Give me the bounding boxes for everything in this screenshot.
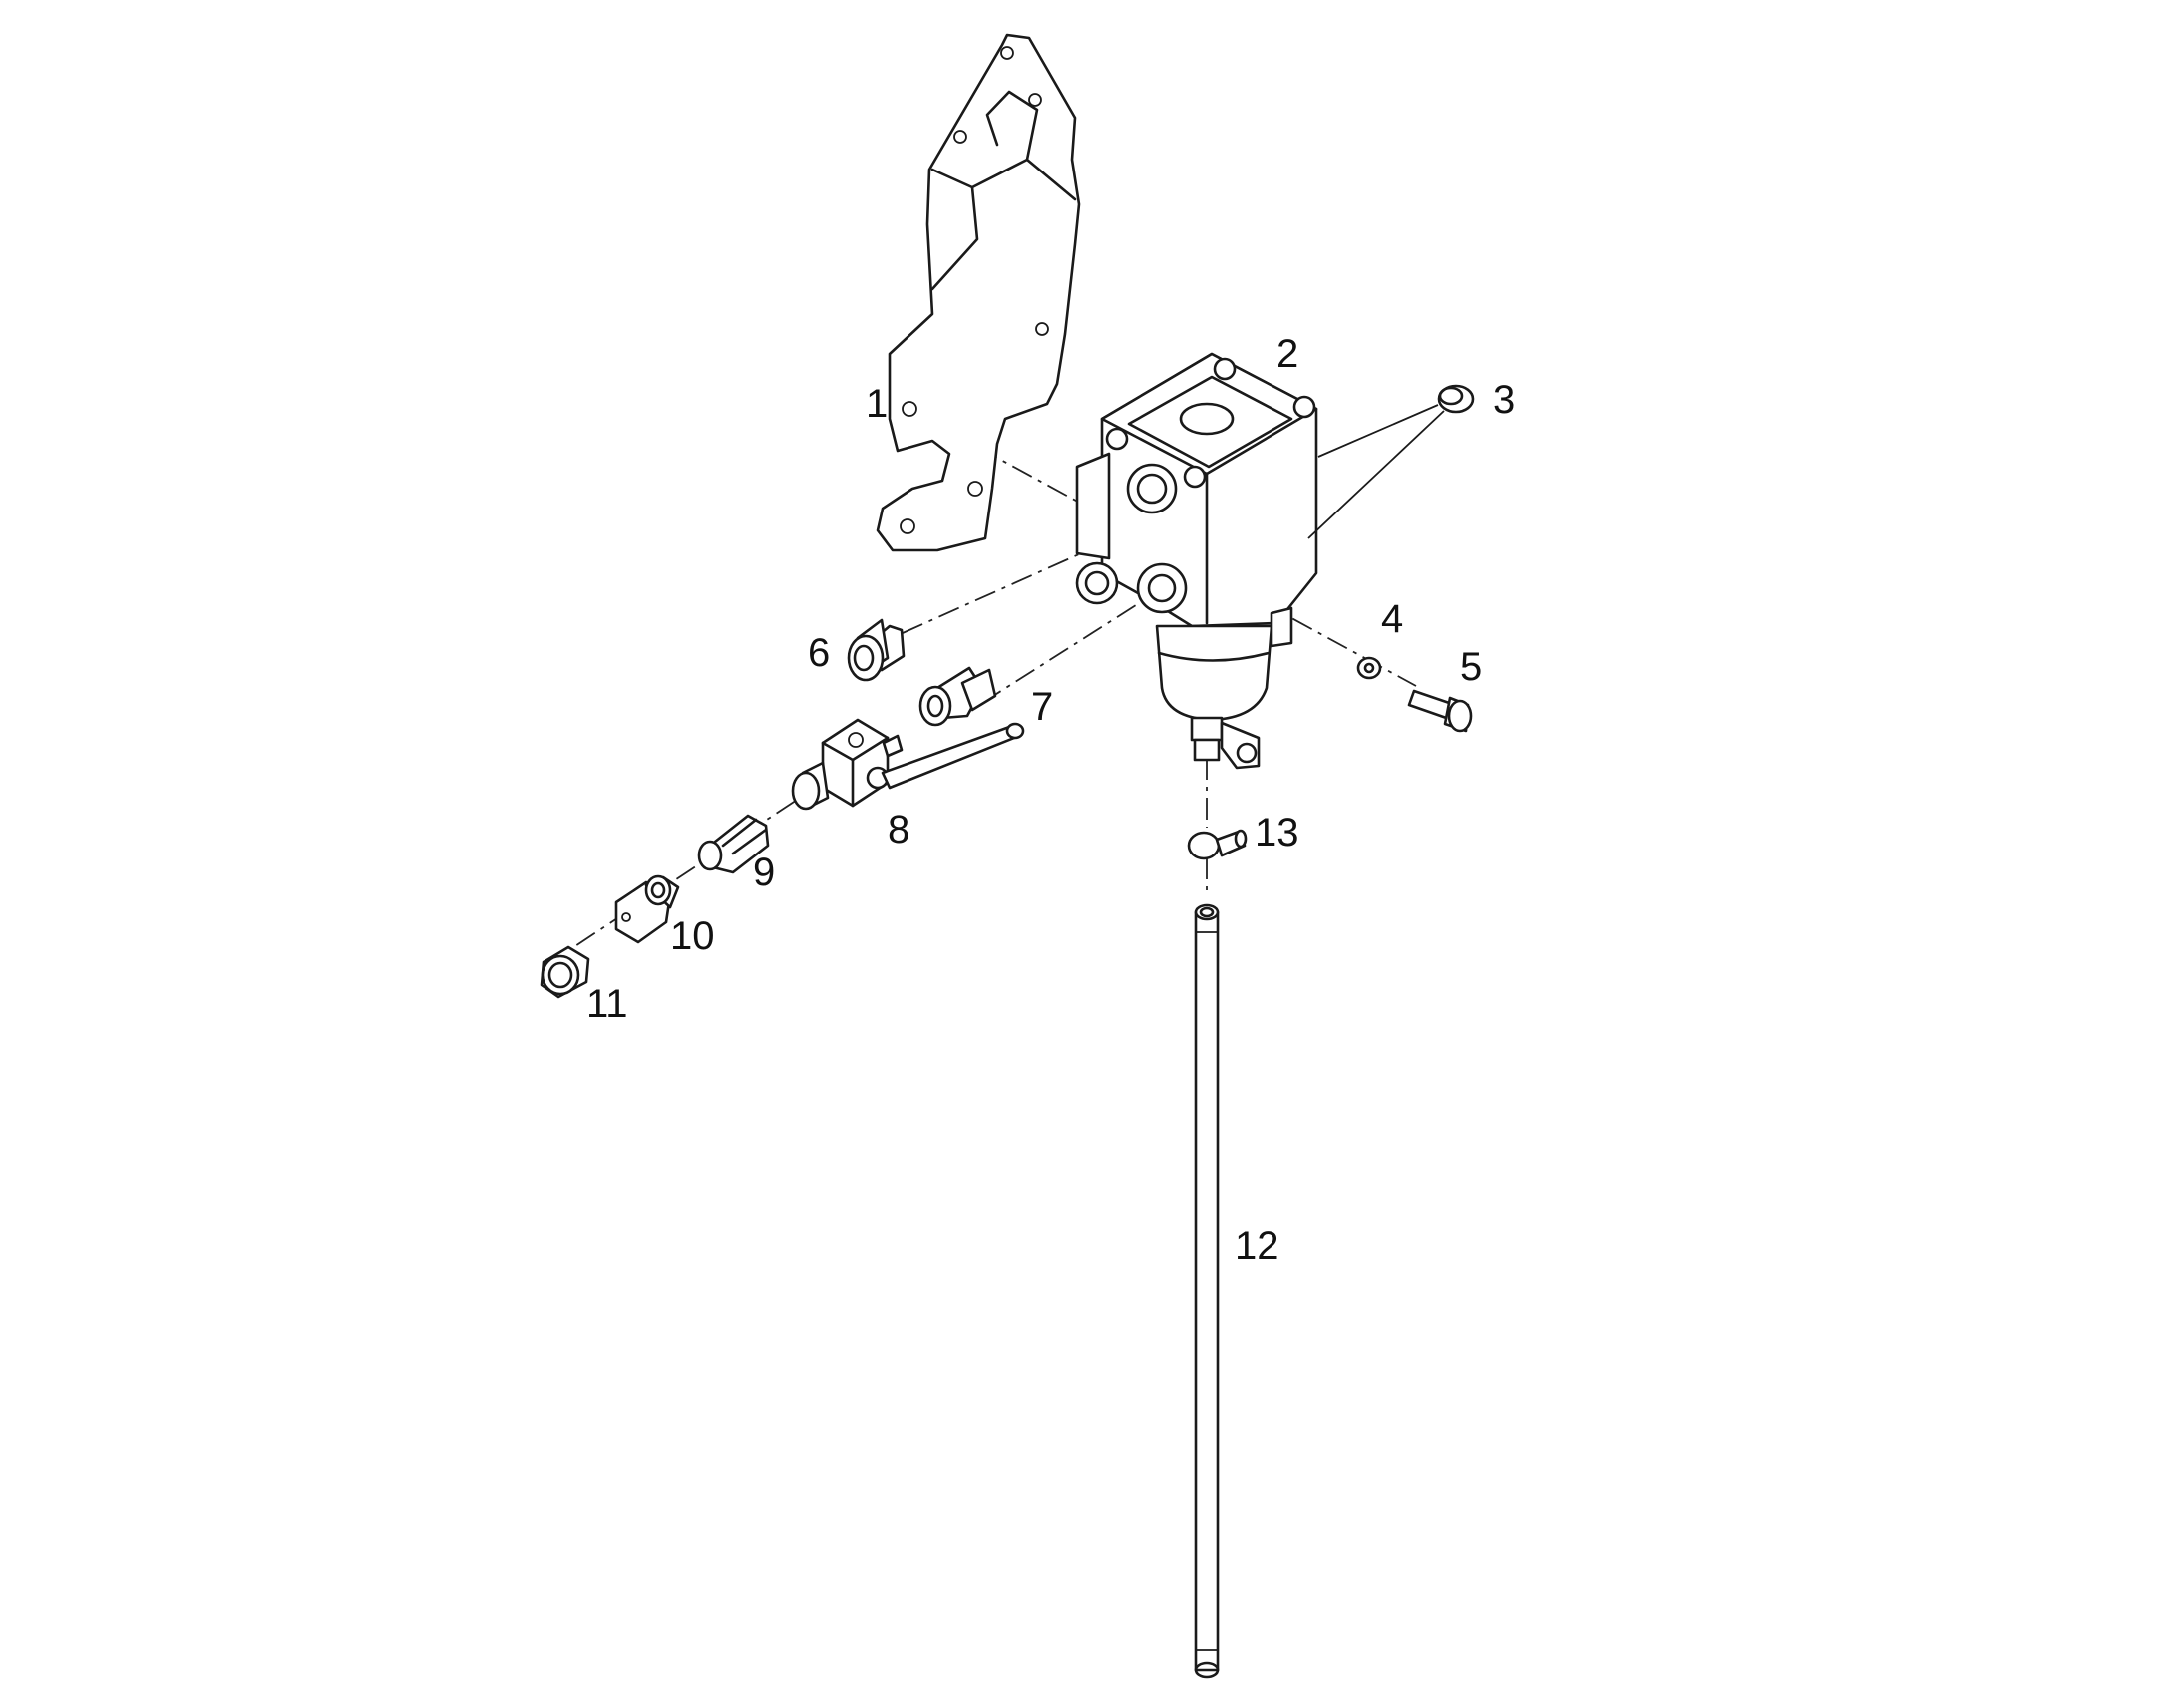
callout-11: 11 bbox=[586, 982, 628, 1026]
plug-cap[interactable] bbox=[1437, 384, 1475, 414]
callout-6: 6 bbox=[808, 631, 830, 675]
adapter-fitting[interactable] bbox=[847, 618, 906, 682]
callout-3: 3 bbox=[1493, 378, 1515, 422]
hex-fitting[interactable] bbox=[614, 874, 680, 944]
hose-fitting[interactable] bbox=[697, 814, 770, 874]
callout-7: 7 bbox=[1031, 685, 1053, 729]
bolt[interactable] bbox=[1407, 689, 1473, 733]
callout-labels: 1 2 3 4 5 6 7 8 9 10 11 12 13 bbox=[586, 332, 1515, 1268]
leader-lines bbox=[1307, 404, 1445, 539]
tube[interactable] bbox=[1194, 903, 1220, 1679]
callout-4: 4 bbox=[1381, 597, 1403, 641]
union-fitting[interactable] bbox=[918, 666, 997, 727]
washer[interactable] bbox=[1356, 656, 1382, 680]
callout-10: 10 bbox=[670, 914, 715, 958]
callout-9: 9 bbox=[753, 851, 775, 894]
ball-valve[interactable] bbox=[791, 718, 1025, 811]
callout-1: 1 bbox=[866, 382, 888, 426]
callout-2: 2 bbox=[1276, 332, 1298, 376]
callout-13: 13 bbox=[1255, 811, 1299, 854]
nut[interactable] bbox=[540, 945, 590, 999]
callout-5: 5 bbox=[1460, 645, 1482, 689]
filter-assembly[interactable] bbox=[1075, 352, 1318, 770]
mounting-bracket[interactable] bbox=[876, 33, 1081, 552]
callout-12: 12 bbox=[1235, 1224, 1279, 1268]
callout-8: 8 bbox=[888, 808, 909, 852]
banjo-fitting[interactable] bbox=[1187, 829, 1248, 860]
